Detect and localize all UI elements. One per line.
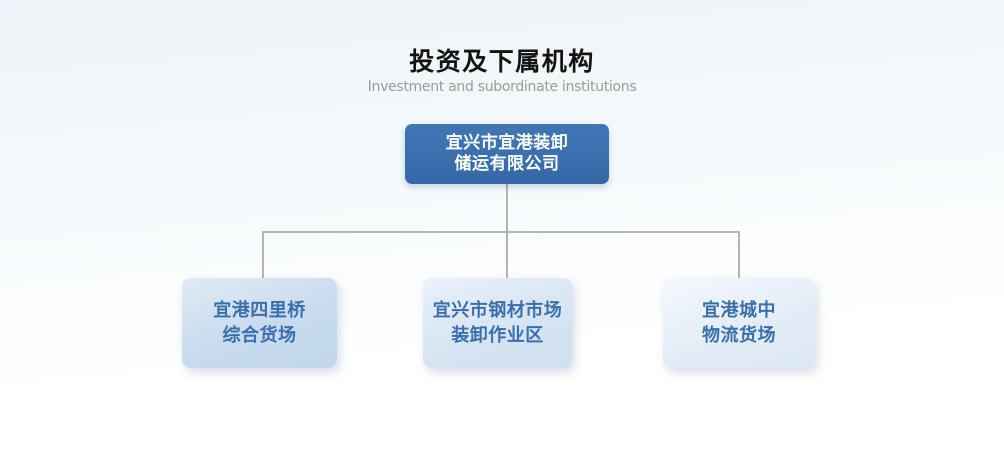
org-root-label-line2: 储运有限公司 [454,154,560,174]
org-child-node-2: 宜兴市钢材市场 装卸作业区 [423,278,572,368]
org-root-node: 宜兴市宜港装卸 储运有限公司 [405,124,609,184]
org-child-1-label-line1: 宜港四里桥 [213,300,306,321]
org-child-node-3: 宜港城中 物流货场 [663,278,815,368]
connector-stub-middle [506,231,508,278]
org-child-3-label-line2: 物流货场 [702,325,776,346]
org-root-label-line1: 宜兴市宜港装卸 [445,133,569,153]
page-subtitle: Investment and subordinate institutions [367,79,637,95]
connector-root-vertical [506,183,508,232]
connector-stub-right [738,231,740,278]
connector-horizontal-bar [262,231,740,233]
org-child-2-label-line1: 宜兴市钢材市场 [432,300,563,321]
org-child-node-1: 宜港四里桥 综合货场 [182,278,337,368]
org-child-1-label-line2: 综合货场 [222,325,297,346]
org-child-2-label-line2: 装卸作业区 [451,325,544,346]
connector-stub-left [262,231,264,278]
org-child-3-label-line1: 宜港城中 [702,300,776,321]
page-title: 投资及下属机构 [409,47,595,76]
